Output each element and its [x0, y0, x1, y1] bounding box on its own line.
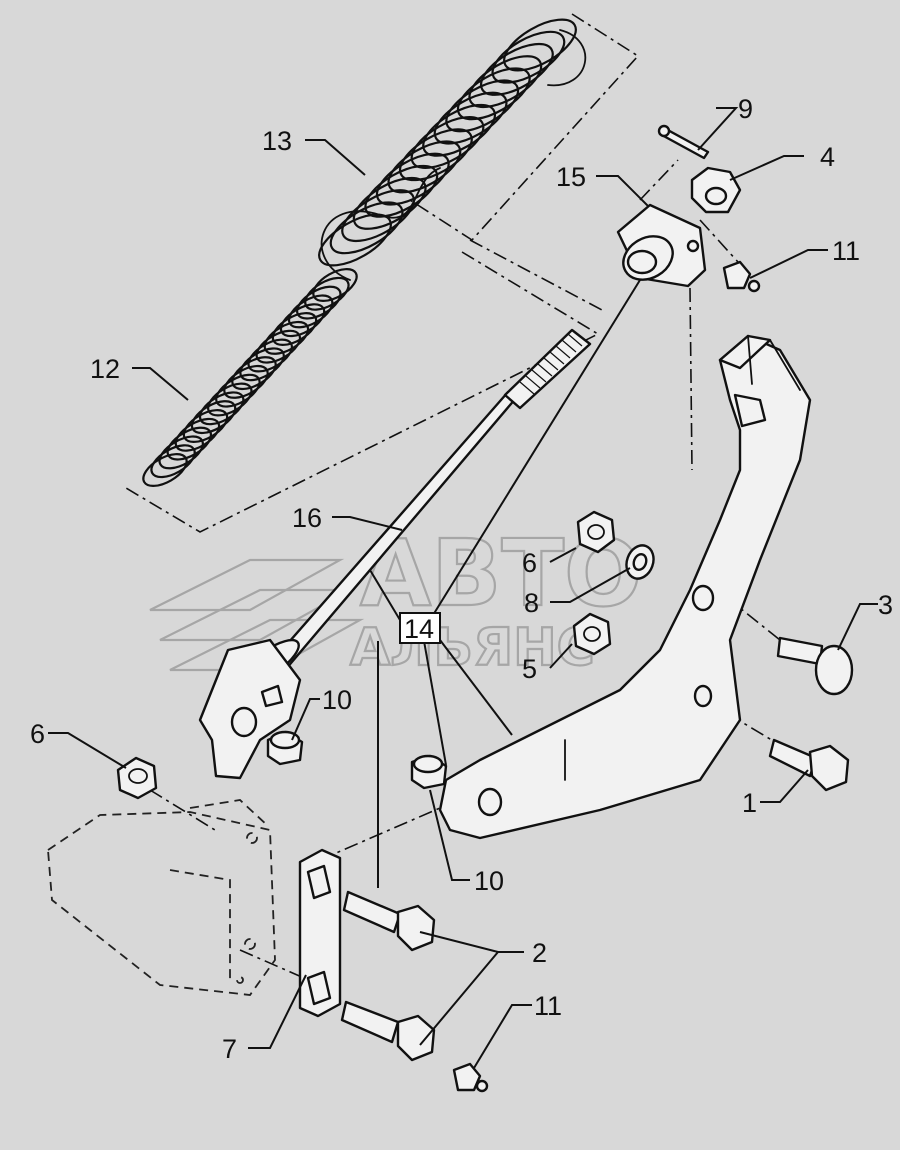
pivot-pin — [776, 636, 854, 696]
grease-nipple-bottom — [452, 1062, 489, 1093]
mounting-housing — [47, 799, 276, 996]
callout-10-lower: 10 — [474, 866, 504, 896]
callout-16: 16 — [292, 503, 322, 533]
callout-14-box — [399, 612, 441, 644]
shoulder-bolt-upper — [342, 890, 436, 952]
bushing-right — [410, 754, 448, 790]
callout-15: 15 — [556, 162, 586, 192]
callout-labels: 1 2 3 4 5 6 6 7 8 9 10 10 11 11 12 13 14… — [30, 94, 893, 1064]
callout-13: 13 — [262, 126, 292, 156]
hex-nut-middle — [572, 612, 612, 656]
bushing-left — [266, 730, 304, 766]
small-spring — [142, 268, 358, 487]
washer — [625, 544, 655, 580]
callout-4: 4 — [820, 142, 835, 172]
linkage-plate — [198, 638, 302, 780]
link-strap — [298, 848, 342, 1018]
cotter-pin — [657, 124, 710, 160]
hex-nut-upper — [576, 510, 616, 554]
callout-11-upper: 11 — [832, 236, 860, 266]
shoulder-bolt-lower — [340, 1000, 436, 1062]
grease-nipple-top — [722, 260, 761, 293]
callout-6-lower: 6 — [30, 719, 45, 749]
hex-bolt — [768, 738, 850, 792]
callout-3: 3 — [878, 590, 893, 620]
callout-10-upper: 10 — [322, 685, 352, 715]
callout-14: 14 — [404, 614, 434, 644]
castle-nut — [690, 166, 742, 214]
callout-7: 7 — [222, 1034, 237, 1064]
large-spring — [318, 18, 587, 281]
pedal-lever — [438, 334, 812, 840]
callout-2: 2 — [532, 938, 547, 968]
callout-12: 12 — [90, 354, 120, 384]
callout-9: 9 — [738, 94, 753, 124]
hex-nut-left — [116, 756, 158, 800]
callout-6-upper: 6 — [522, 548, 537, 578]
callout-1: 1 — [742, 788, 757, 818]
spring-cap-bracket — [616, 203, 707, 288]
leader-lines — [48, 107, 878, 1069]
callout-11-lower: 11 — [534, 991, 562, 1021]
callout-8: 8 — [524, 588, 539, 618]
watermark: АВТО АЛЬЯНС — [149, 519, 643, 679]
callout-5: 5 — [522, 654, 537, 684]
watermark-line2: АЛЬЯНС — [350, 618, 595, 678]
